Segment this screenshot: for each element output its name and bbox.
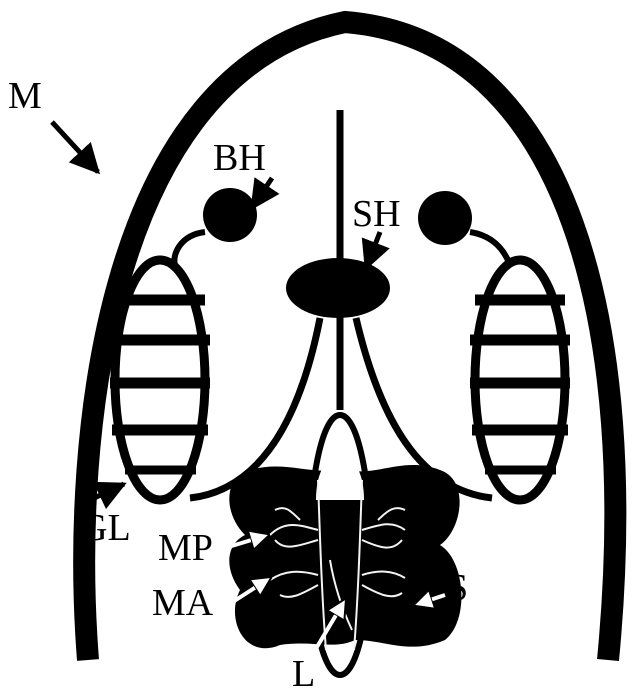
- arrow-sh: [366, 232, 380, 268]
- bulb-head-right: [418, 191, 472, 245]
- label-mp: MP: [158, 527, 213, 569]
- arrow-m: [52, 122, 98, 172]
- label-s: S: [447, 567, 468, 609]
- bulb-head-left: [203, 188, 257, 242]
- label-ma: MA: [152, 582, 214, 624]
- bulb-stem-left: [174, 232, 205, 265]
- label-gl: GL: [80, 507, 131, 549]
- label-sh: SH: [352, 193, 401, 235]
- gill-lamellae-left: [110, 260, 210, 500]
- label-bh: BH: [213, 137, 266, 179]
- bulb-stem-right: [470, 232, 510, 265]
- stalk-head: [286, 258, 390, 318]
- label-m: M: [8, 75, 42, 117]
- gill-lamellae-right: [470, 260, 570, 500]
- arrow-bh: [252, 178, 272, 208]
